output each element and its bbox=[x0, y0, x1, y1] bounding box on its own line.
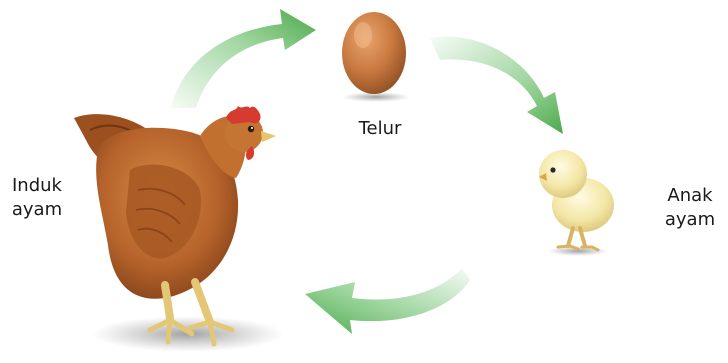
egg-label-text: Telur bbox=[345, 117, 415, 141]
chick-image bbox=[539, 150, 614, 256]
cycle-arrow-egg-to-chick bbox=[430, 37, 563, 134]
hen-image bbox=[74, 106, 284, 352]
cycle-arrow-hen-to-egg bbox=[171, 9, 316, 108]
egg-image bbox=[342, 12, 410, 102]
hen-label: Induk ayam bbox=[0, 174, 74, 222]
egg-label: Telur bbox=[345, 117, 415, 141]
cycle-arrow-chick-to-hen bbox=[305, 268, 470, 334]
chick-label: Anak ayam bbox=[652, 184, 728, 232]
hen-label-line2: ayam bbox=[0, 198, 74, 222]
hen-label-line1: Induk bbox=[0, 174, 74, 198]
chick-label-line1: Anak bbox=[652, 184, 728, 208]
chick-label-line2: ayam bbox=[652, 208, 728, 232]
